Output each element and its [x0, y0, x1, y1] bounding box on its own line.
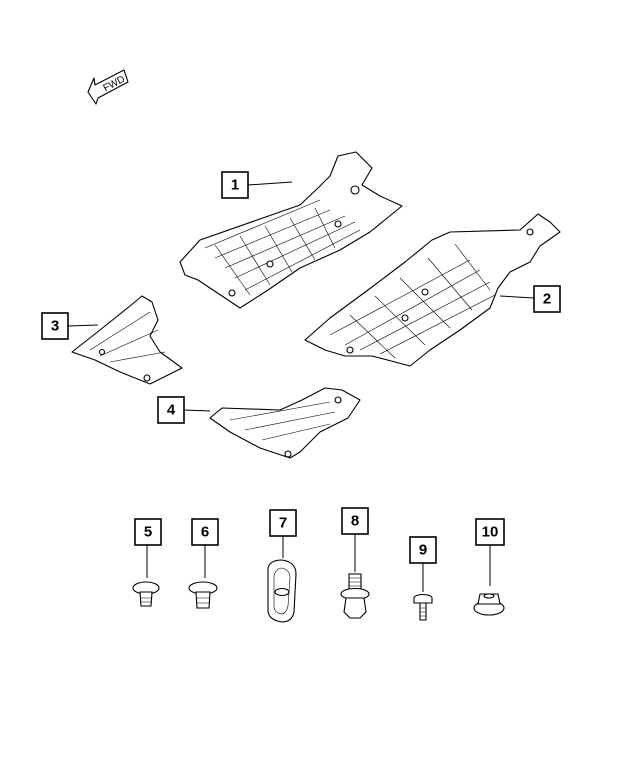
- splash-shield-right: [209, 387, 361, 459]
- push-pin-retainer-5: [132, 581, 160, 607]
- callout-7[interactable]: 7: [269, 509, 297, 558]
- callout-1[interactable]: 1: [221, 171, 293, 199]
- push-pin-retainer-6: [188, 581, 218, 609]
- slotted-clip-7: [267, 559, 297, 623]
- bolt-9: [413, 593, 433, 621]
- callout-label-3: 3: [51, 318, 59, 335]
- callout-3[interactable]: 3: [41, 312, 99, 340]
- push-type-retainer-8: [340, 573, 370, 619]
- underbody-shield-rear: [304, 213, 561, 367]
- underbody-shield-front: [179, 151, 403, 309]
- fwd-arrow-icon: FWD: [87, 69, 129, 105]
- callout-8[interactable]: 8: [341, 507, 369, 572]
- callout-2[interactable]: 2: [499, 285, 561, 313]
- callout-label-10: 10: [482, 524, 499, 541]
- callout-label-4: 4: [167, 402, 176, 419]
- callout-10[interactable]: 10: [475, 518, 505, 586]
- callout-label-9: 9: [419, 542, 427, 559]
- callout-label-6: 6: [201, 524, 209, 541]
- callout-5[interactable]: 5: [134, 518, 162, 578]
- fwd-label: FWD: [102, 74, 127, 94]
- callout-4[interactable]: 4: [157, 396, 211, 424]
- callout-9[interactable]: 9: [409, 536, 437, 592]
- flange-nut-10: [473, 593, 505, 616]
- callout-label-2: 2: [543, 291, 551, 308]
- callout-label-7: 7: [279, 515, 287, 532]
- callout-label-1: 1: [231, 177, 239, 194]
- callout-label-8: 8: [351, 513, 359, 530]
- callout-label-5: 5: [144, 524, 152, 541]
- splash-shield-left: [71, 295, 183, 385]
- callout-6[interactable]: 6: [191, 518, 219, 578]
